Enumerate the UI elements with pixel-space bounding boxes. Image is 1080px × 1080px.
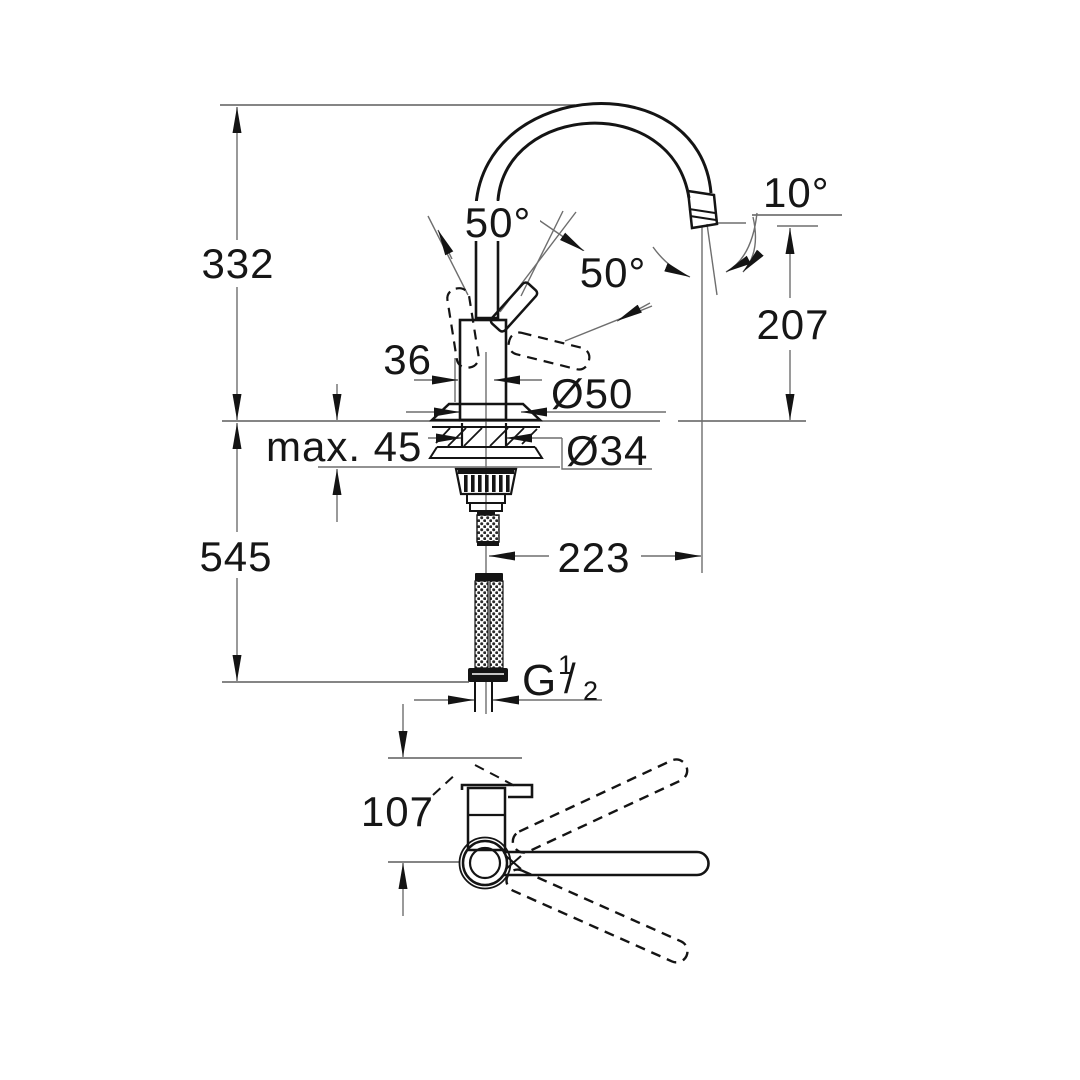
arm-up-outline [511,758,689,854]
outlet-tilt-line [706,223,718,296]
lever-dashed-front [446,287,480,369]
nut-ribs [464,475,510,492]
label-bg-50-front [458,201,540,241]
dim-base-diameter-label: Ø50 [551,370,633,417]
washer-hatch-2 [447,427,467,447]
angle-lever-back-label: 50° [580,249,647,296]
lever-front-outline [446,287,480,369]
thread-size-label: G 1 / 2 [522,650,598,706]
center-mark-2 [505,855,522,870]
mounting-hardware [428,423,544,546]
swivel-ring-outer2 [458,836,512,890]
topview-lever-dash-2 [432,771,459,796]
washer-hatch-3 [463,427,483,447]
spout-aerator-line-2 [689,215,717,221]
lever-back-axis-line [564,305,653,342]
label-bg-50-back [575,251,653,291]
thread-slash-label: / [564,655,577,702]
lever-solid [489,281,539,333]
dim-hole-diameter-label: Ø34 [566,427,648,474]
spout-outer-curve [474,102,713,206]
lever-solid-outline [489,281,539,333]
stud-bottom-cap [477,541,499,546]
label-bg-223 [550,538,636,580]
stud-cap [477,511,495,515]
washer-hatch-5 [505,427,525,447]
angle-50-front-left-arrow [437,229,454,260]
topview-lever [460,783,534,799]
angle-50-back-arrow [616,302,651,322]
arm-down-outline [505,868,689,964]
faucet-side-view [428,102,719,714]
dim-total-height-label: 332 [201,240,274,287]
faucet-top-view [432,758,710,964]
lever-back-outline [507,331,591,371]
label-bg-207 [750,300,834,346]
supply-hose [468,573,508,712]
dimension-lines [232,107,795,916]
dim-d34-leader [561,438,652,470]
spout-inner-curve [496,121,691,201]
swivel-ring-outer [461,839,509,887]
hose-end-fitting [468,668,508,682]
spout-arc [474,102,719,230]
spout-arm-dashed-up [511,758,689,854]
dim-spout-reach-label: 223 [557,534,630,581]
topview-body [466,786,507,852]
dim-outlet-height-label: 207 [756,301,829,348]
hose-braid-right [489,580,504,669]
hose-braid-left [474,580,489,669]
dim-handle-projection-label: 107 [361,788,434,835]
label-bg-545 [198,536,276,578]
topview-lever-dash-1 [474,764,516,787]
dim-outlet-angle-label: 10° [763,169,830,216]
washer-hatch-1 [435,427,451,444]
swivel-ring-inner [468,846,502,880]
lever-angle-extension-left [427,215,469,296]
swivel-arc-right [725,212,758,273]
nut-top-band [458,469,514,474]
washer-hatch-6 [521,428,538,445]
thread-letter-label: G [522,656,557,705]
thread-numerator-label: 1 [558,650,573,680]
dim-body-width-label: 36 [383,336,432,383]
angle-lever-front-label: 50° [465,199,532,246]
dimension-labels: 332 545 max. 45 36 Ø50 Ø34 207 223 10° 5… [198,169,834,835]
label-bg-332 [202,243,274,285]
escutcheon [428,402,544,422]
lever-dashed-back [507,331,591,371]
dim-max-deck-thickness-label: max. 45 [266,423,422,470]
topview-spout-arm [503,850,710,877]
spout-arm-dashed-down [505,868,689,964]
thread-denominator-label: 2 [583,676,598,706]
lever-angle-extension-mid [520,210,564,297]
dim-below-deck-label: 545 [199,533,272,580]
swivel-arc-left [652,246,691,278]
threaded-stud [476,514,500,543]
hose-top-cap [475,573,503,581]
washer-flare [428,446,544,459]
spout-aerator-line-1 [688,208,716,214]
